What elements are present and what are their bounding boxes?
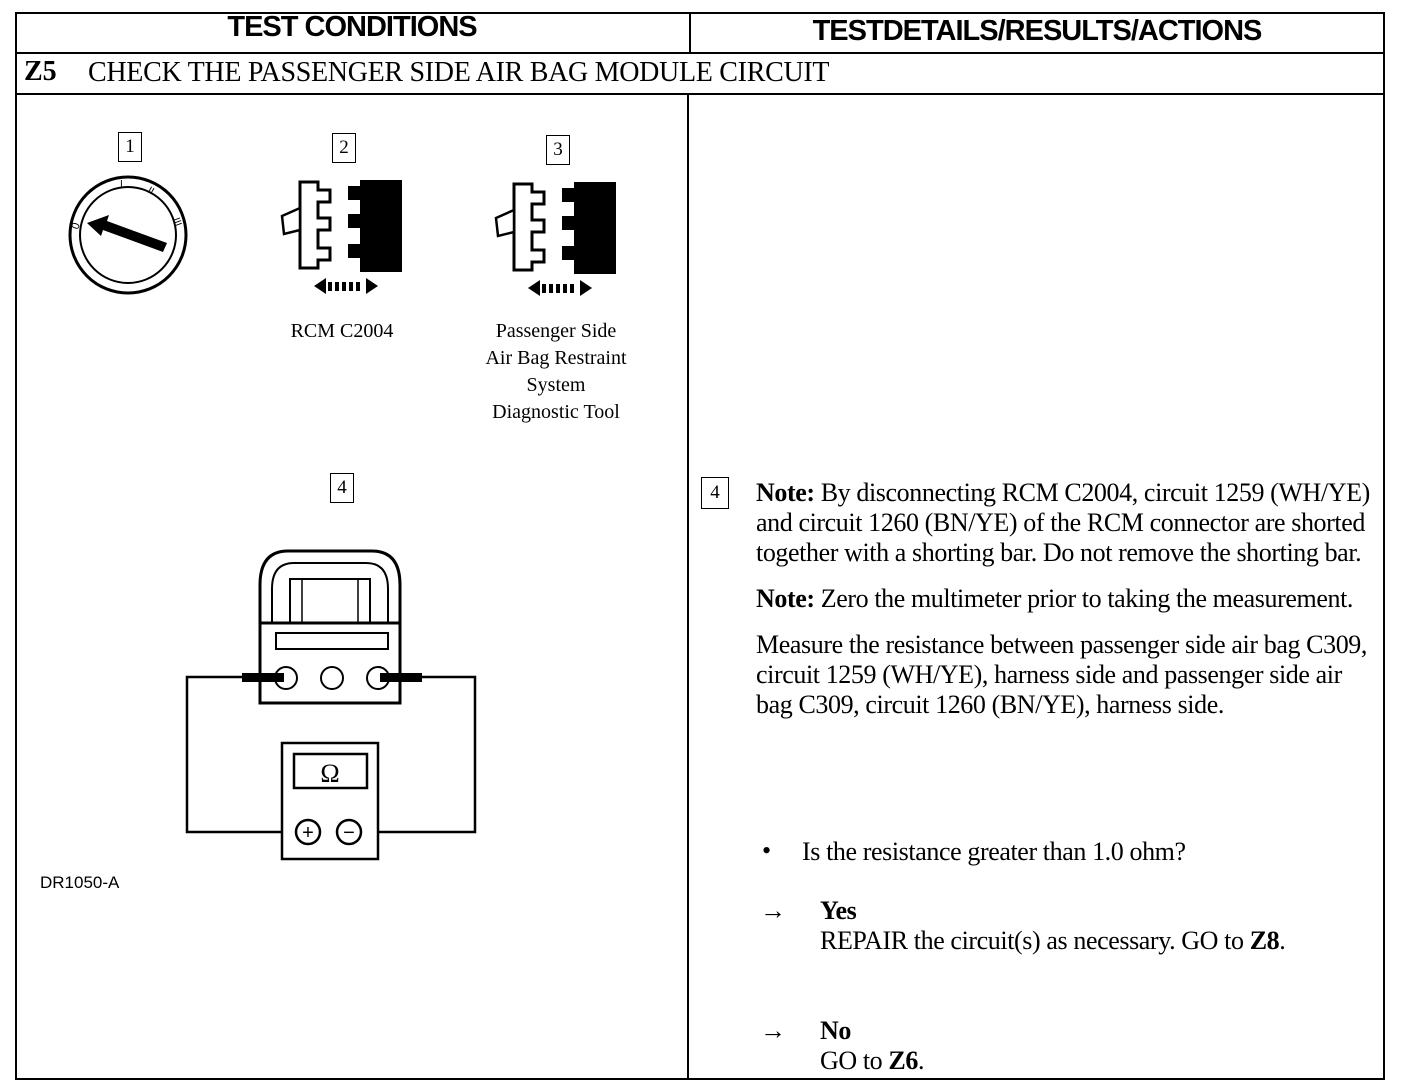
header-divider [15, 52, 1385, 54]
yes-label: Yes [820, 896, 857, 925]
ignition-switch-icon: 0 I II III [68, 175, 188, 295]
no-goto: Z6 [888, 1046, 918, 1075]
note-1: Note: By disconnecting RCM C2004, circui… [756, 478, 1376, 568]
ignition-pos-1: I [120, 179, 123, 190]
note-2: Note: Zero the multimeter prior to takin… [756, 584, 1376, 614]
ignition-pos-0: 0 [70, 221, 83, 231]
note-2-label: Note: [756, 584, 815, 613]
yes-branch: Yes REPAIR the circuit(s) as necessary. … [820, 896, 1360, 956]
title-divider [15, 93, 1385, 95]
ignition-pos-2: II [146, 185, 156, 197]
connector-2-label-line-4: Diagnostic Tool [492, 401, 620, 423]
note-1-text: By disconnecting RCM C2004, circuit 1259… [756, 478, 1370, 567]
bullet: • [762, 836, 771, 865]
figure-id: DR1050-A [40, 873, 120, 892]
note-1-label: Note: [756, 478, 815, 507]
minus-terminal: − [343, 822, 355, 844]
connector-2-label: Passenger Side Air Bag Restraint System … [456, 318, 656, 426]
header-test-details: TESTDETAILS/RESULTS/ACTIONS [812, 15, 1263, 47]
table-frame [15, 12, 1385, 1080]
yes-goto: Z8 [1249, 926, 1280, 955]
figure-step-3-box: 3 [546, 135, 570, 165]
connector-disconnect-icon-2 [494, 182, 616, 296]
step-code: Z5 [24, 56, 57, 87]
ignition-pos-3: III [170, 216, 183, 228]
details-step-4-box: 4 [701, 477, 729, 509]
instruction: Measure the resistance between passenger… [756, 630, 1368, 719]
yes-action: REPAIR the circuit(s) as necessary. GO t… [820, 926, 1250, 955]
connector-1-label: RCM C2004 [290, 320, 394, 342]
header-test-conditions: TEST CONDITIONS [227, 11, 477, 43]
header-column-divider [689, 12, 691, 53]
note-2-text: Zero the multimeter prior to taking the … [814, 584, 1354, 613]
plus-terminal: + [302, 822, 314, 844]
no-period: . [917, 1046, 925, 1075]
connector-2-label-line-2: Air Bag Restraint [485, 347, 627, 369]
no-action: GO to [820, 1046, 889, 1075]
figure-step-2-box: 2 [332, 133, 356, 163]
multimeter-diagram-icon: Ω + − [185, 549, 477, 861]
details-body: Note: By disconnecting RCM C2004, circui… [756, 478, 1376, 736]
yes-period: . [1279, 926, 1286, 955]
ohm-symbol: Ω [320, 759, 339, 788]
yes-arrow-icon: → [760, 896, 786, 925]
figure-step-1-box: 1 [118, 132, 142, 162]
figure-step-4-box: 4 [330, 473, 354, 503]
question: Is the resistance greater than 1.0 ohm? [802, 837, 1186, 866]
no-label: No [820, 1016, 851, 1045]
no-branch: No GO to Z6. [820, 1016, 1360, 1076]
connector-disconnect-icon [280, 180, 402, 294]
connector-2-label-line-1: Passenger Side [495, 320, 617, 342]
connector-2-label-line-3: System [526, 374, 586, 396]
step-title: CHECK THE PASSENGER SIDE AIR BAG MODULE … [88, 57, 830, 88]
body-column-divider [687, 93, 689, 1080]
no-arrow-icon: → [760, 1016, 786, 1045]
